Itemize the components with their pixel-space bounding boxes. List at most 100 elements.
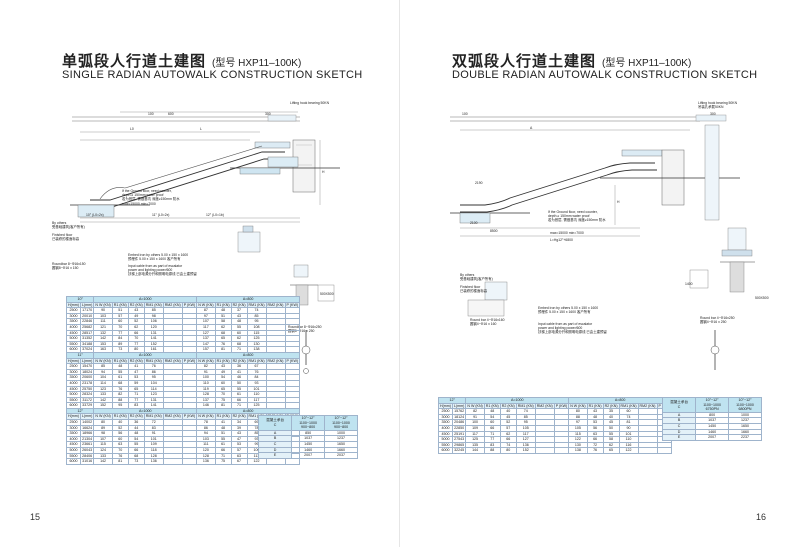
- table-cell: 117: [196, 324, 216, 331]
- table-cell: 90: [93, 307, 113, 314]
- table-cell: [284, 307, 301, 314]
- column-header: RM1 (KN): [143, 357, 164, 365]
- table-cell: [162, 419, 183, 426]
- right-by-others: By others 受基础建筑(客户所有): [460, 273, 493, 282]
- table-cell: 27543: [451, 436, 467, 443]
- left-slope-b: 11° (L0=2x): [152, 213, 170, 217]
- table-cell: 137: [196, 396, 216, 404]
- table-cell: 125: [465, 436, 485, 443]
- column-header: R2 (KN): [499, 402, 517, 410]
- column-header: N W (KN): [93, 413, 113, 421]
- column-header: N W (KN): [196, 301, 216, 309]
- column-header: RM1 (KN): [143, 301, 164, 309]
- table-cell: 119: [196, 385, 216, 393]
- table-cell: 91: [196, 368, 216, 376]
- table-cell: [162, 307, 183, 314]
- right-dim-2190: 2190: [475, 181, 483, 185]
- right-page: 双弧段人行道土建图(型号 HXP11–100K) DOUBLE RADIAN A…: [400, 0, 800, 547]
- table-cell: 123: [93, 385, 113, 393]
- table-cell: 127: [196, 329, 216, 337]
- angle-header: 11°: [65, 351, 95, 359]
- table-cell: E: [257, 452, 293, 459]
- left-dim-600: 600: [168, 112, 174, 116]
- table-cell: [284, 374, 301, 381]
- table-cell: 14002: [79, 419, 95, 426]
- table-cell: [284, 318, 301, 325]
- table-cell: 115: [93, 441, 113, 448]
- table-cell: 1650: [728, 423, 762, 430]
- table-cell: 76: [586, 447, 604, 454]
- table-cell: 16624: [79, 424, 95, 432]
- table-cell: 110: [196, 379, 216, 387]
- table-cell: [265, 346, 286, 353]
- table-cell: 28324: [79, 391, 95, 398]
- table-cell: 67: [230, 458, 248, 465]
- table-cell: 1000: [728, 411, 762, 419]
- right-roundbar2: Round bar 4~Φ16x250 圆钢4~Φ16 x 250: [700, 316, 735, 325]
- column-header: L(mm): [79, 357, 95, 365]
- right-roundbar: Round bar 4~Φ16x160 圆钢4~Φ16 x 160: [470, 318, 505, 327]
- table-cell: 65: [602, 447, 620, 454]
- table-cell: 133: [93, 452, 113, 460]
- left-receiving-note: If the Ground floor, need counter, depth…: [122, 189, 180, 202]
- table-cell: 85: [93, 363, 113, 370]
- column-header: R2 (KN): [602, 402, 620, 410]
- column-header: RM2 (KN): [162, 357, 183, 365]
- table-cell: [284, 396, 301, 404]
- table-cell: 2007: [695, 434, 730, 441]
- table-cell: 124: [93, 447, 113, 454]
- table-cell: 33729: [79, 402, 95, 409]
- table-cell: 132: [93, 329, 113, 337]
- table-cell: 89: [93, 424, 113, 432]
- table-cell: 32245: [451, 447, 467, 454]
- column-header: RM2 (KN): [162, 413, 183, 421]
- table-cell: [162, 452, 183, 460]
- left-roundbar: Roundbar 8~Φ16x150 圆钢8~Φ16 x 150: [52, 262, 86, 271]
- table-cell: 20486: [451, 419, 467, 426]
- table-cell: 31352: [79, 335, 95, 342]
- column-header: R2 (KN): [127, 301, 145, 309]
- table-cell: [265, 374, 286, 381]
- table-cell: [534, 408, 555, 415]
- column-header: RM1 (KN): [618, 402, 639, 410]
- table-cell: 87: [196, 307, 216, 314]
- table-cell: [162, 379, 183, 387]
- column-header: H(mm): [438, 402, 453, 410]
- right-lifting-note: Lifting hook bearing 50KN 吊装孔承载50KN: [698, 101, 738, 110]
- table-cell: [284, 391, 301, 398]
- left-title-cn: 单弧段人行道土建图(型号 HXP11–100K): [62, 50, 301, 71]
- column-header: 混凝土承台 C: [661, 397, 697, 413]
- table-cell: 88: [568, 413, 588, 421]
- table-cell: B: [257, 435, 293, 442]
- table-cell: [162, 402, 183, 409]
- left-construction-drawing: [70, 111, 340, 374]
- table-cell: [656, 441, 673, 449]
- table-cell: 78: [196, 419, 216, 426]
- table-cell: [162, 435, 183, 443]
- right-page-number: 16: [756, 512, 767, 522]
- table-cell: 91: [465, 413, 485, 421]
- table-cell: [162, 374, 183, 381]
- right-dim-2100: 2100: [470, 221, 478, 225]
- table-cell: 128: [196, 452, 216, 460]
- table-cell: 107: [196, 318, 216, 325]
- column-header: R2 (KN): [127, 413, 145, 421]
- table-cell: [534, 425, 555, 432]
- table-cell: 21304: [79, 435, 95, 443]
- table-cell: 103: [196, 435, 216, 443]
- table-cell: 103: [93, 312, 113, 320]
- table-cell: [637, 419, 658, 426]
- table-cell: A: [257, 429, 293, 437]
- column-header: L(mm): [451, 402, 467, 410]
- table-cell: 142: [93, 335, 113, 342]
- table-cell: [284, 363, 301, 370]
- group-header: A=1000: [93, 351, 198, 359]
- table-cell: 122: [246, 458, 267, 465]
